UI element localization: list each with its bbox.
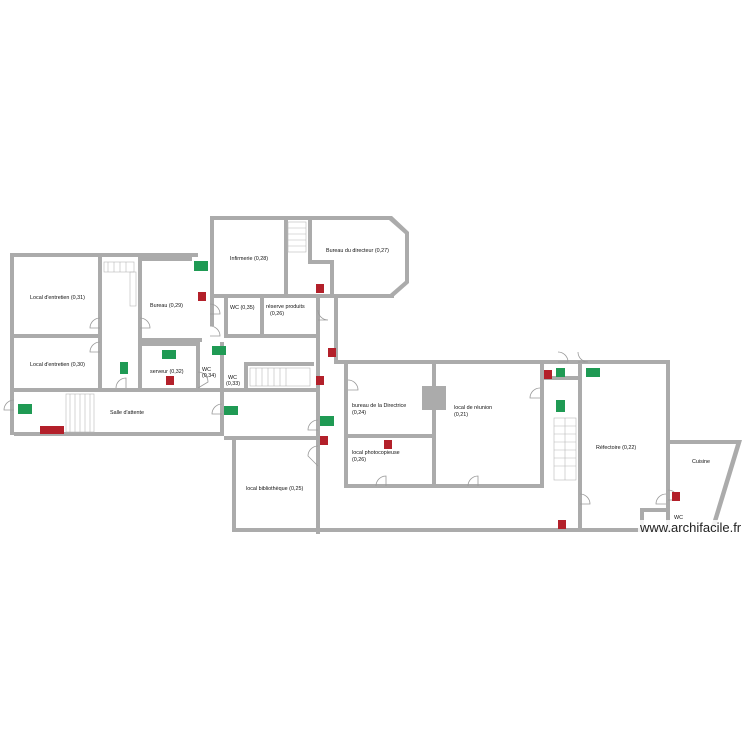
room-label-bureau-directrice-code: (0,24) — [352, 410, 366, 416]
fire-sign-icon — [672, 492, 680, 501]
exit-sign-icon — [586, 368, 600, 377]
room-label-wc-small: WC — [674, 515, 683, 521]
room-label-serveur: serveur (0,32) — [150, 369, 184, 375]
exit-sign-icon — [120, 362, 128, 374]
room-label-reserve: réserve produits — [266, 304, 305, 310]
room-label-local-entretien-1: Local d'entretien (0,31) — [30, 295, 85, 301]
room-label-local-reunion-code: (0,21) — [454, 412, 468, 418]
exit-sign-icon — [224, 406, 238, 415]
room-label-bureau-directrice: bureau de la Directrice — [352, 403, 406, 409]
room-label-refectoire: Réfectoire (0,22) — [596, 445, 636, 451]
fire-sign-icon — [320, 436, 328, 445]
exit-sign-icon — [556, 368, 565, 377]
stair-left-top — [103, 261, 137, 307]
fire-sign-icon — [558, 520, 566, 529]
stair-salle-attente — [65, 393, 95, 433]
room-label-wc-033: WC — [228, 375, 237, 381]
room-label-wc-034-code: (0,34) — [202, 373, 216, 379]
room-label-wc-034: WC — [202, 367, 211, 373]
exit-sign-icon — [556, 400, 565, 412]
watermark-link[interactable]: www.archifacile.fr — [638, 520, 744, 535]
room-label-salle-attente: Salle d'attente — [110, 410, 144, 416]
stair-infirmerie — [287, 221, 307, 253]
room-label-infirmerie: Infirmerie (0,28) — [230, 256, 268, 262]
room-label-wc-035: WC (0,35) — [230, 305, 255, 311]
room-label-bureau-directeur: Bureau du directeur (0,27) — [326, 248, 389, 254]
room-label-bibliotheque: local bibliothèque (0,25) — [246, 486, 303, 492]
stairs — [65, 221, 577, 481]
fire-sign-icon — [544, 370, 552, 379]
room-label-reserve-code: (0,26) — [270, 311, 284, 317]
fire-sign-icon — [198, 292, 206, 301]
room-label-local-reunion: local de réunion — [454, 405, 492, 411]
doors — [3, 303, 679, 505]
walls — [10, 216, 742, 534]
room-label-bureau: Bureau (0,29) — [150, 303, 183, 309]
room-labels: Infirmerie (0,28) Bureau du directeur (0… — [30, 248, 710, 521]
fire-sign-icon — [166, 376, 174, 385]
exit-sign-icon — [212, 346, 226, 355]
fire-sign-icon — [40, 426, 64, 434]
exit-sign-icon — [194, 261, 208, 271]
room-label-wc-033-code: (0,33) — [226, 381, 240, 387]
room-label-local-photocopieuse: local photocopieuse — [352, 450, 400, 456]
fire-sign-icon — [328, 348, 336, 357]
fire-sign-icon — [316, 376, 324, 385]
exit-sign-icon — [320, 416, 334, 426]
room-label-local-entretien-2: Local d'entretien (0,30) — [30, 362, 85, 368]
exit-sign-icon — [18, 404, 32, 414]
fire-sign-icon — [384, 440, 392, 449]
stair-corridor — [249, 367, 311, 387]
room-label-cuisine: Cuisine — [692, 459, 710, 465]
safety-signs — [18, 261, 680, 529]
fire-sign-icon — [316, 284, 324, 293]
exit-sign-icon — [162, 350, 176, 359]
stair-refectoire — [553, 417, 577, 481]
room-label-local-photocopieuse-code: (0,26) — [352, 457, 366, 463]
